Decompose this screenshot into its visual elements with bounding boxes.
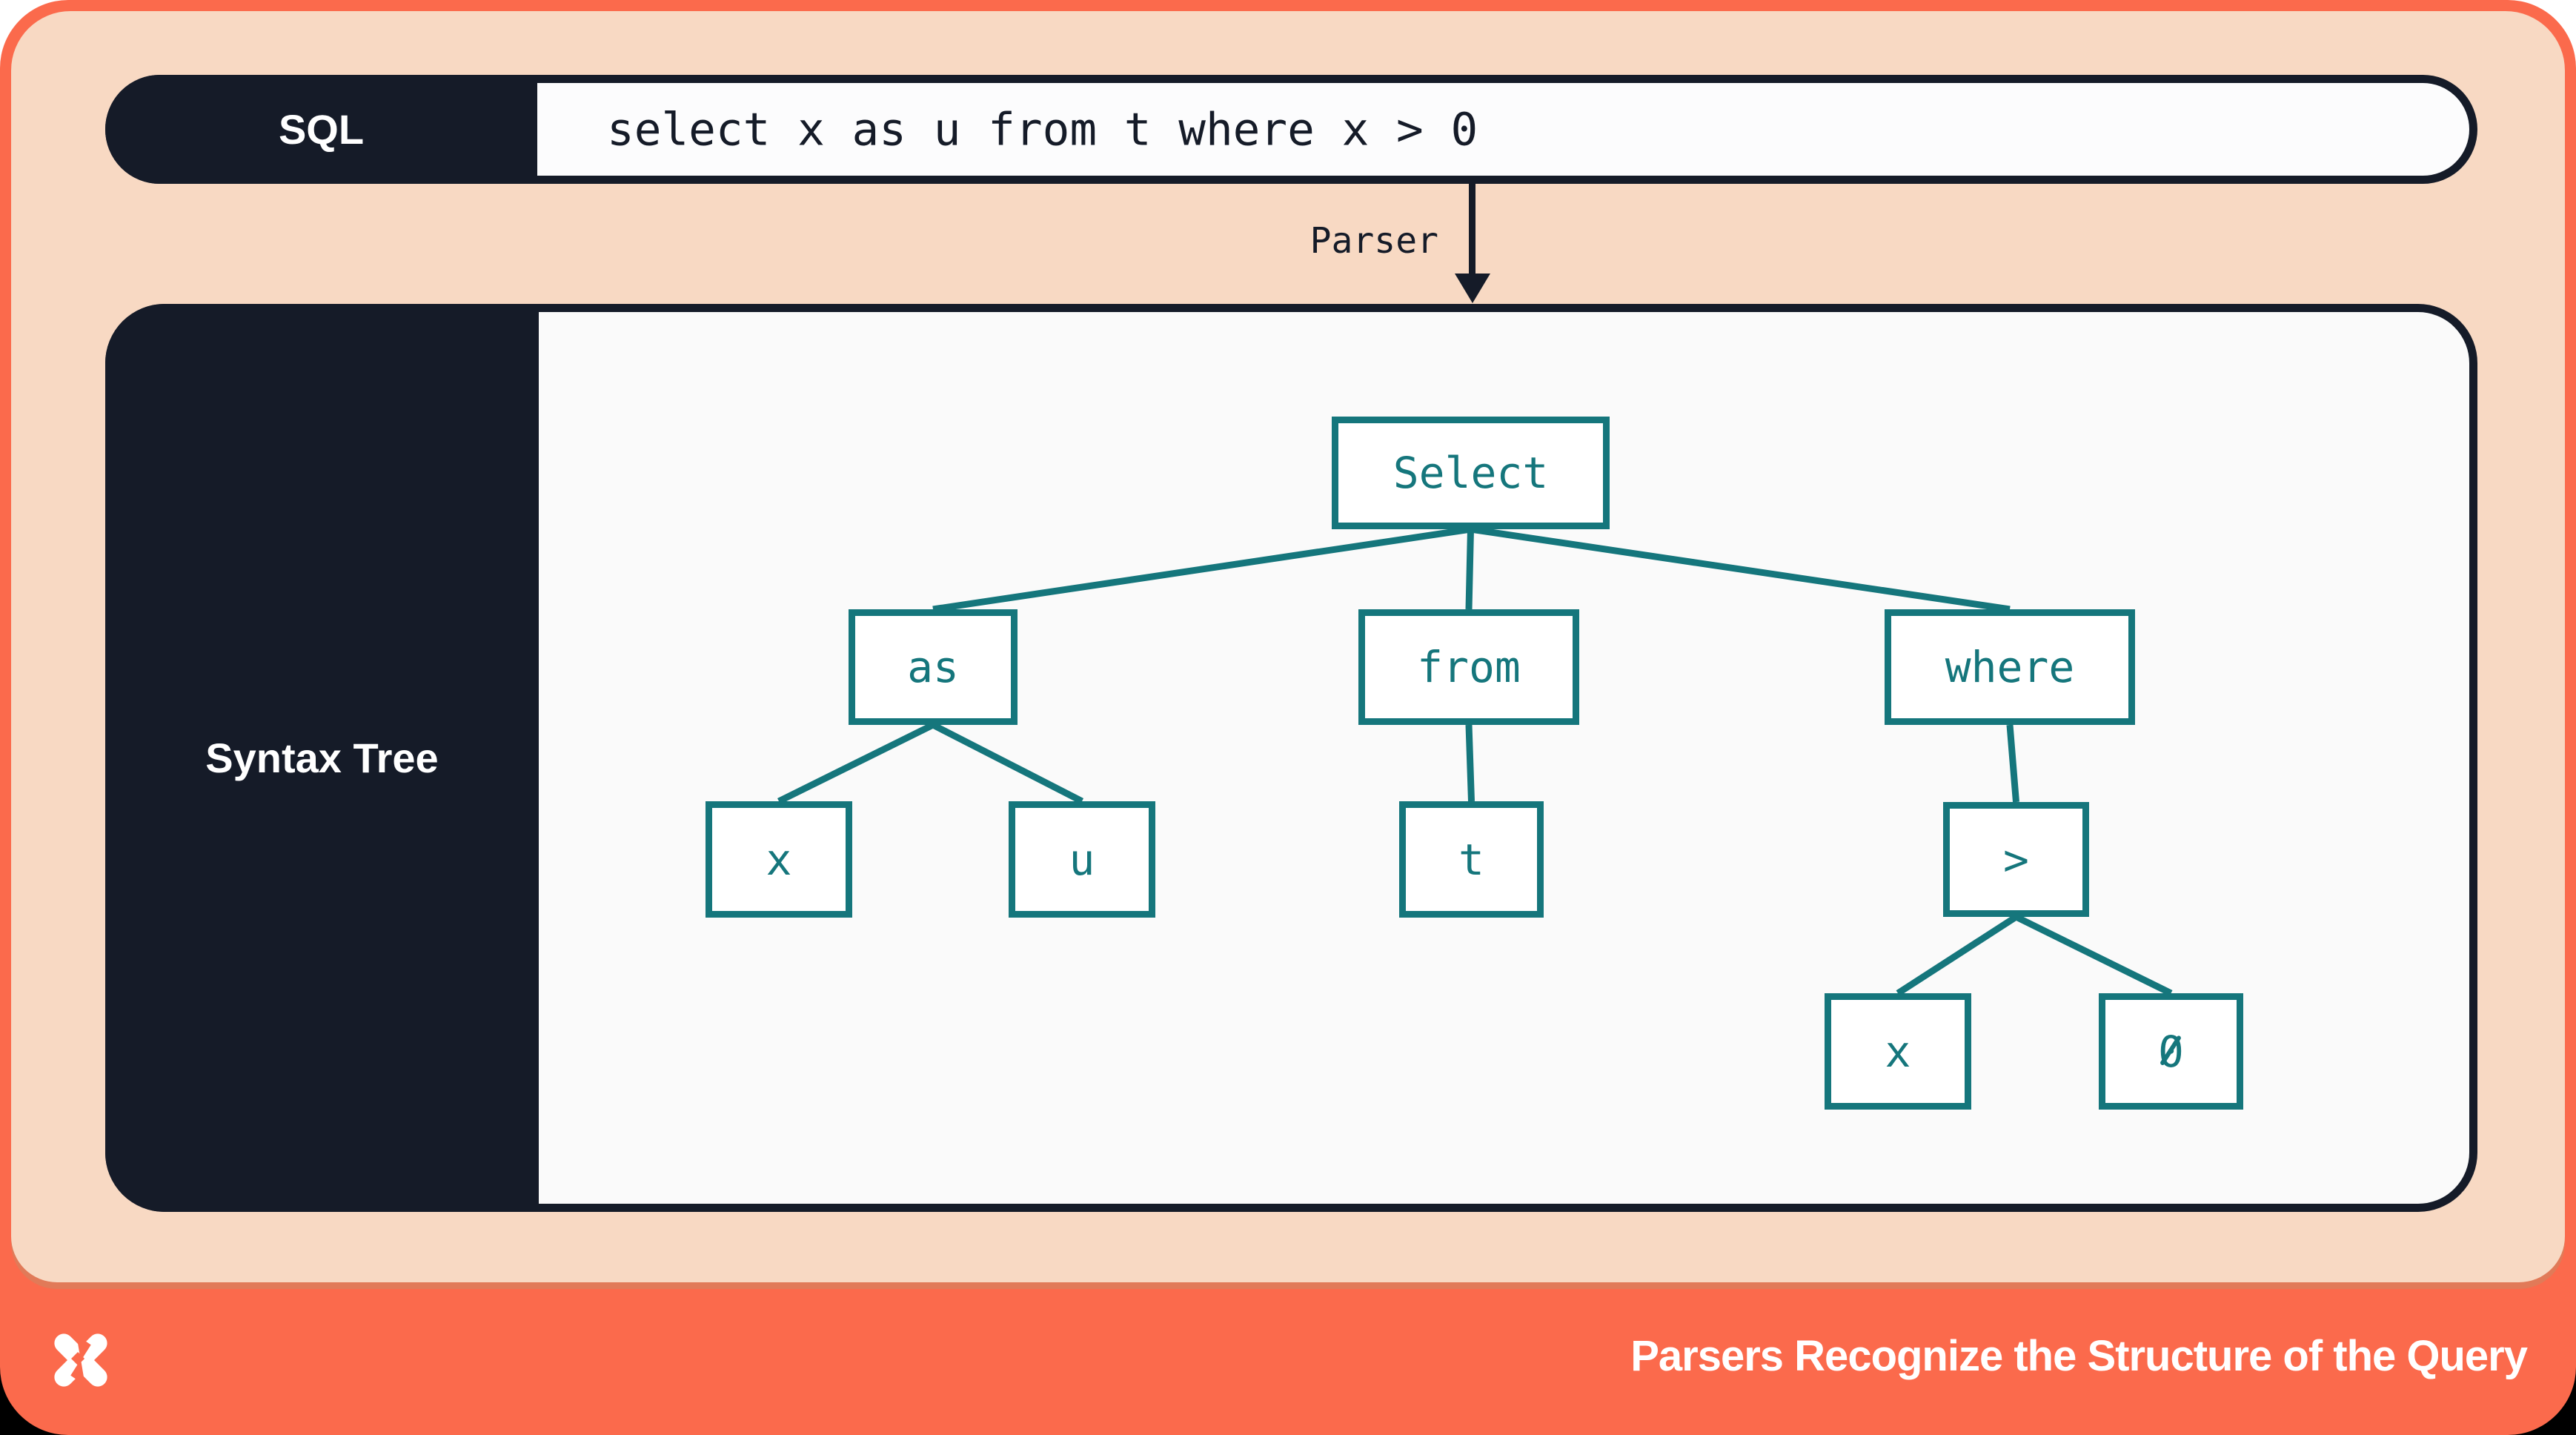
tree-edge-as-u — [931, 721, 1084, 805]
tree-node-where: where — [1885, 609, 2135, 725]
sql-bar-label: SQL — [278, 105, 365, 153]
slashed-zero-mark — [2160, 1034, 2182, 1066]
tree-edges — [777, 526, 2173, 997]
tree-node-label: > — [2003, 834, 2029, 885]
tree-node-as: as — [849, 609, 1018, 725]
tree-edge-gt-x2 — [1896, 914, 2018, 996]
syntax-tree-box: Syntax Tree — [105, 304, 2477, 1212]
footer-caption: Parsers Recognize the Structure of the Q… — [1630, 1332, 2528, 1380]
parser-label: Parser — [1309, 220, 1438, 262]
sql-query-text: select x as u from t where x > 0 — [607, 103, 1478, 156]
syntax-tree-diagram: Select as from where x u t > x 0 — [105, 304, 2477, 1212]
tree-edge-select-as — [932, 526, 1472, 613]
tree-node-label: where — [1945, 642, 2075, 692]
tree-edge-gt-zero — [2014, 913, 2173, 997]
sql-input-bar: SQL select x as u from t where x > 0 — [105, 75, 2477, 184]
tree-edge-from-t — [1465, 724, 1475, 802]
tree-node-x2: x — [1825, 993, 1971, 1110]
tree-node-gt: > — [1943, 802, 2089, 917]
tree-node-from: from — [1358, 609, 1579, 725]
tree-edge-select-where — [1470, 526, 2011, 613]
tree-node-label: 0 — [2158, 1030, 2184, 1073]
tree-node-zero: 0 — [2099, 993, 2243, 1110]
tree-node-t: t — [1399, 801, 1544, 918]
syntax-tree-label: Syntax Tree — [205, 734, 439, 781]
tree-node-label: t — [1458, 834, 1484, 885]
tree-node-select: Select — [1332, 417, 1610, 529]
tree-node-label: from — [1417, 642, 1521, 692]
x-star-logo-icon — [54, 1333, 107, 1387]
parser-arrow-line — [1469, 184, 1475, 277]
tree-node-label: x — [1885, 1026, 1911, 1077]
tree-node-label: as — [907, 642, 959, 692]
tree-node-x1: x — [706, 801, 852, 918]
tree-node-label: x — [766, 834, 792, 885]
syntax-tree-label-segment: Syntax Tree — [105, 304, 539, 1212]
tree-edge-as-x1 — [777, 721, 935, 805]
tree-edge-select-from — [1465, 528, 1474, 610]
tree-node-label: u — [1069, 834, 1095, 885]
tree-node-u: u — [1009, 801, 1155, 918]
tree-edge-where-gt — [2006, 724, 2019, 803]
parser-arrow-head-icon — [1455, 274, 1490, 303]
sql-bar-label-segment: SQL — [105, 75, 537, 184]
tree-node-label: Select — [1392, 448, 1549, 498]
